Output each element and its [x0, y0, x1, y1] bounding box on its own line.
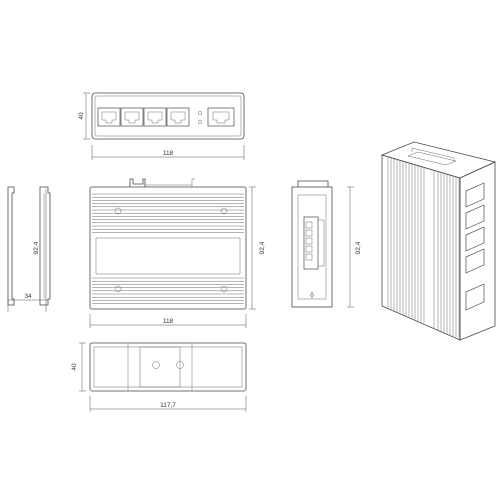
front-view [83, 92, 245, 160]
bottom-height-label: 40 [71, 363, 78, 371]
side-left-height-label: 92,4 [33, 241, 40, 254]
left-side-view [7, 186, 51, 312]
main-view [89, 178, 256, 328]
mounting-screw [176, 361, 184, 369]
iso-port [465, 226, 485, 252]
right-height-label: 92,4 [355, 241, 362, 254]
side-left-depth-label: 34 [24, 293, 32, 300]
iso-port [465, 283, 485, 311]
front-width-label: 118 [163, 150, 174, 157]
led-indicator [197, 119, 203, 125]
mounting-screw [152, 361, 160, 369]
main-height-label: 92,4 [259, 241, 266, 254]
iso-port [465, 182, 485, 208]
ethernet-port-group [97, 107, 190, 127]
iso-port [465, 248, 485, 274]
mounting-hole [220, 207, 228, 215]
right-side-view [291, 180, 354, 308]
bottom-view [79, 342, 247, 412]
uplink-port [207, 107, 235, 127]
iso-port [465, 204, 485, 230]
mounting-hole [114, 285, 122, 293]
mounting-hole [114, 207, 122, 215]
isometric-view [380, 141, 497, 341]
front-height-label: 40 [78, 112, 85, 120]
bottom-width-label: 117,7 [160, 402, 176, 409]
led-indicator [197, 110, 203, 116]
mounting-hole [220, 285, 228, 293]
main-width-label: 118 [163, 318, 174, 325]
